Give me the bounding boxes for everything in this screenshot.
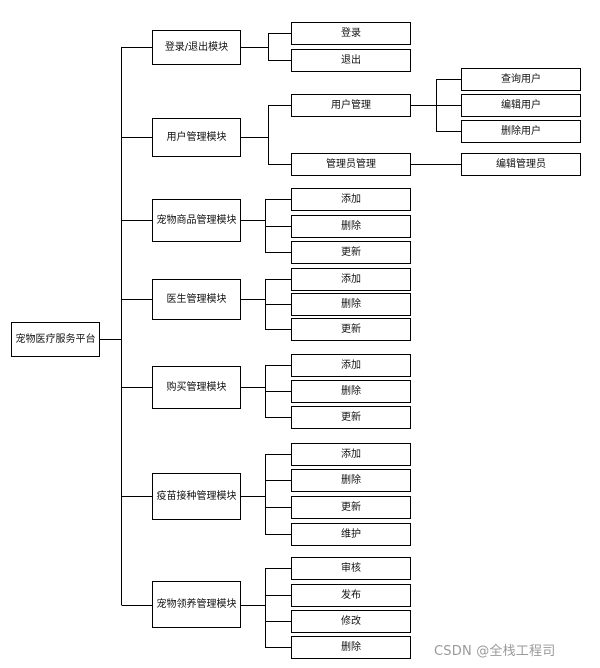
leaf-node: 编辑用户 <box>461 94 581 117</box>
leaf-node: 删除 <box>291 293 411 316</box>
leaf-label: 更新 <box>341 247 361 258</box>
leaf-label: 编辑用户 <box>501 100 541 111</box>
leaf-label: 发布 <box>341 590 361 601</box>
watermark-text: CSDN @全栈工程司 <box>434 644 556 659</box>
module-pet-adoption-management: 宠物领养管理模块 <box>152 581 241 628</box>
leaf-label: 删除 <box>341 221 361 232</box>
leaf-label: 查询用户 <box>501 74 541 85</box>
module-purchase-management: 购买管理模块 <box>152 366 241 409</box>
leaf-label: 编辑管理员 <box>496 159 546 170</box>
leaf-node: 更新 <box>291 406 411 429</box>
leaf-node: 退出 <box>291 49 411 72</box>
leaf-label: 删除 <box>341 642 361 653</box>
leaf-node: 删除 <box>291 636 411 659</box>
root-node-label: 宠物医疗服务平台 <box>15 334 96 345</box>
module-pet-goods-management: 宠物商品管理模块 <box>152 199 241 242</box>
module-label: 医生管理模块 <box>166 294 227 305</box>
leaf-node: 添加 <box>291 354 411 377</box>
root-node: 宠物医疗服务平台 <box>11 322 100 357</box>
leaf-label: 更新 <box>341 502 361 513</box>
leaf-node: 删除 <box>291 215 411 238</box>
leaf-label: 删除用户 <box>501 126 541 137</box>
leaf-node: 发布 <box>291 584 411 607</box>
leaf-label: 添加 <box>341 194 361 205</box>
module-label: 购买管理模块 <box>166 382 227 393</box>
leaf-label: 退出 <box>341 55 361 66</box>
leaf-node: 更新 <box>291 318 411 341</box>
submodule-label: 用户管理 <box>331 100 371 111</box>
leaf-label: 修改 <box>341 616 361 627</box>
submodule-node: 用户管理 <box>291 94 411 117</box>
leaf-label: 审核 <box>341 563 361 574</box>
leaf-node: 添加 <box>291 443 411 466</box>
leaf-node: 更新 <box>291 241 411 264</box>
module-label: 用户管理模块 <box>166 132 227 143</box>
module-user-management: 用户管理模块 <box>152 118 241 157</box>
submodule-node: 管理员管理 <box>291 153 411 176</box>
leaf-label: 删除 <box>341 475 361 486</box>
leaf-label: 添加 <box>341 274 361 285</box>
leaf-node: 删除用户 <box>461 120 581 143</box>
leaf-label: 添加 <box>341 449 361 460</box>
module-vaccination-management: 疫苗接种管理模块 <box>152 473 241 520</box>
leaf-node: 登录 <box>291 22 411 45</box>
leaf-node: 更新 <box>291 496 411 519</box>
leaf-label: 添加 <box>341 360 361 371</box>
module-login-logout: 登录/退出模块 <box>152 30 241 65</box>
leaf-node: 添加 <box>291 188 411 211</box>
leaf-node: 查询用户 <box>461 68 581 91</box>
leaf-label: 删除 <box>341 386 361 397</box>
leaf-node: 编辑管理员 <box>461 153 581 176</box>
leaf-label: 更新 <box>341 324 361 335</box>
leaf-label: 维护 <box>341 529 361 540</box>
leaf-node: 删除 <box>291 380 411 403</box>
module-label: 宠物商品管理模块 <box>156 215 237 226</box>
module-doctor-management: 医生管理模块 <box>152 279 241 320</box>
leaf-label: 删除 <box>341 299 361 310</box>
submodule-label: 管理员管理 <box>326 159 376 170</box>
leaf-label: 更新 <box>341 412 361 423</box>
leaf-label: 登录 <box>341 28 361 39</box>
leaf-node: 审核 <box>291 557 411 580</box>
leaf-node: 维护 <box>291 523 411 546</box>
leaf-node: 修改 <box>291 610 411 633</box>
leaf-node: 添加 <box>291 268 411 291</box>
module-label: 宠物领养管理模块 <box>156 599 237 610</box>
module-label: 疫苗接种管理模块 <box>156 491 237 502</box>
leaf-node: 删除 <box>291 469 411 492</box>
module-label: 登录/退出模块 <box>164 42 229 53</box>
